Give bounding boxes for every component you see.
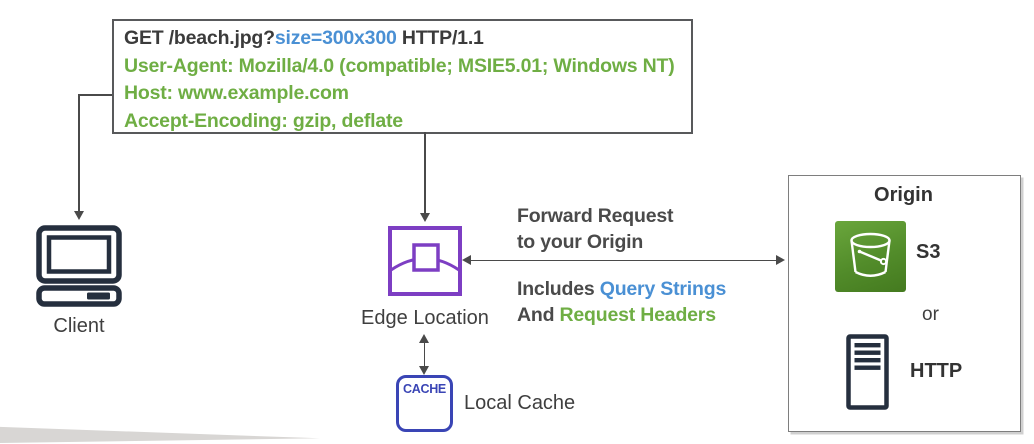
connector-box-to-client-vertical [78, 94, 80, 211]
request-protocol: HTTP/1.1 [396, 27, 484, 49]
edge-location-label: Edge Location [361, 307, 489, 329]
includes-note: Includes Query Strings And Request Heade… [517, 276, 726, 328]
arrowhead-to-client-icon [74, 211, 84, 220]
edge-location-icon [388, 226, 462, 296]
request-line: GET /beach.jpg?size=300x300 HTTP/1.1 [124, 25, 691, 53]
request-method-path: GET /beach.jpg? [124, 27, 275, 49]
http-request-box: GET /beach.jpg?size=300x300 HTTP/1.1 Use… [112, 19, 693, 134]
client-label: Client [53, 315, 105, 337]
header-accept-encoding: Accept-Encoding: gzip, deflate [124, 109, 403, 132]
s3-label: S3 [916, 241, 941, 263]
header-host: Host: www.example.com [124, 82, 349, 104]
cache-box-label: CACHE [403, 382, 446, 396]
header-user-agent: User-Agent: Mozilla/4.0 (compatible; MSI… [124, 54, 675, 77]
request-query-string: size=300x300 [274, 27, 397, 49]
arrowhead-to-edge [462, 255, 471, 265]
includes-line1: Includes Query Strings [517, 276, 726, 302]
origin-title: Origin [874, 184, 933, 206]
edge-cache-arrow-line [423, 341, 425, 368]
local-cache-label: Local Cache [464, 392, 576, 414]
query-strings-text: Query Strings [599, 278, 727, 300]
connector-box-to-client-horizontal [78, 94, 112, 96]
request-headers-text: Request Headers [559, 304, 717, 326]
s3-bucket-icon [835, 221, 906, 292]
forward-request-line1: Forward Request [517, 205, 674, 227]
cache-icon: CACHE [396, 375, 453, 432]
arrowhead-to-cache [419, 366, 429, 375]
arrowhead-to-edge-from-cache [419, 334, 429, 343]
server-icon [846, 334, 889, 410]
includes-line2: And Request Headers [517, 302, 726, 328]
forward-request-note: Forward Request to your Origin [517, 203, 673, 255]
connector-box-to-edge-vertical [424, 132, 426, 213]
edge-origin-arrow-line [470, 259, 777, 261]
slide-corner-decoration [0, 426, 320, 444]
or-label: or [922, 304, 939, 325]
http-label: HTTP [910, 360, 963, 382]
arrowhead-to-edge-icon [420, 213, 430, 222]
origin-box [788, 175, 1021, 432]
forward-request-line2: to your Origin [517, 231, 644, 253]
and-prefix: And [517, 304, 560, 326]
computer-icon [36, 225, 122, 307]
includes-prefix: Includes [517, 278, 600, 300]
arrowhead-to-origin [776, 255, 785, 265]
